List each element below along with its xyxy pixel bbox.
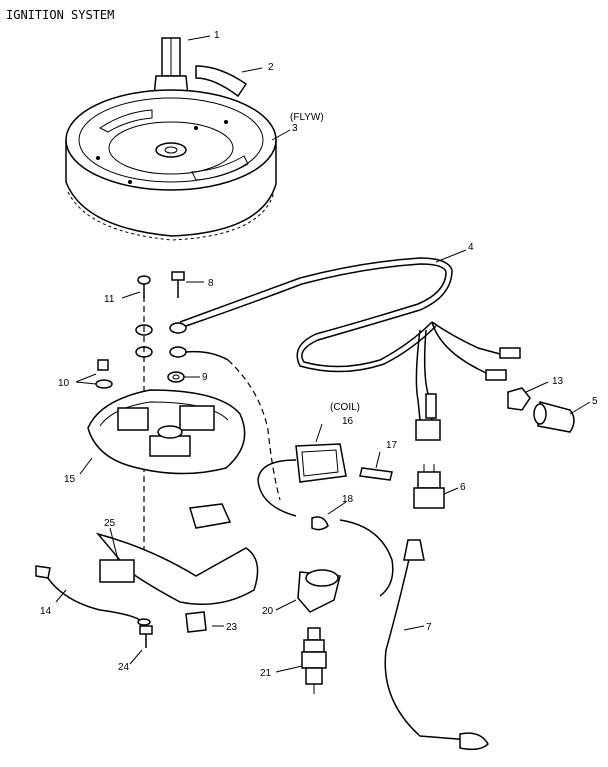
callout-25: 25 [104,518,116,529]
callout-16: 16 [342,416,354,427]
part-24-screw [139,625,153,648]
part-6-connector [413,464,445,509]
terminal-lugs [135,322,229,361]
part-17-spacer [359,467,393,481]
part-21-spark-plug [301,627,327,694]
callout-13: 13 [552,376,564,387]
part-8-screw [171,271,185,298]
coil-note: (COIL) [330,402,360,413]
callout-8: 8 [208,278,214,289]
part-13-nut [507,387,531,411]
callout-labels: 1 2 3 4 5 6 7 8 9 10 11 13 14 15 16 17 1… [40,30,598,679]
part-20-plug-boot [297,569,341,613]
callout-23: 23 [226,622,238,633]
part-15-stator-plate [87,389,246,475]
callout-15: 15 [64,474,76,485]
callout-6: 6 [460,482,466,493]
part-10-screws [95,359,113,389]
callout-17: 17 [386,440,398,451]
callout-18: 18 [342,494,354,505]
callout-20: 20 [262,606,274,617]
alignment-line [227,359,281,501]
part-23-block [185,611,207,633]
callout-5: 5 [592,396,598,407]
part-7-ground-wire [384,539,489,751]
callout-3: 3 [292,123,298,134]
leader-lines [55,35,591,673]
part-2-key [195,65,248,98]
callout-4: 4 [468,242,474,253]
part-11-screw [137,275,151,298]
callout-14: 14 [40,606,52,617]
part-16-coil [257,443,394,597]
part-3-flywheel [65,89,277,241]
callout-24: 24 [118,662,130,673]
part-9-washer [167,371,185,383]
callout-9: 9 [202,372,208,383]
diagram-title: IGNITION SYSTEM [6,8,114,22]
callout-21: 21 [260,668,272,679]
part-18-clip [311,516,329,531]
part-14-lead-wire [35,565,151,626]
callout-1: 1 [214,30,220,41]
part-4-wire-harness [179,257,521,441]
flywheel-note: (FLYW) [290,112,324,123]
callout-2: 2 [268,62,274,73]
part-5-switch [533,401,575,433]
part-25-bracket-plate [95,503,259,605]
callout-10: 10 [58,378,70,389]
callout-7: 7 [426,622,432,633]
callout-11: 11 [104,294,115,305]
